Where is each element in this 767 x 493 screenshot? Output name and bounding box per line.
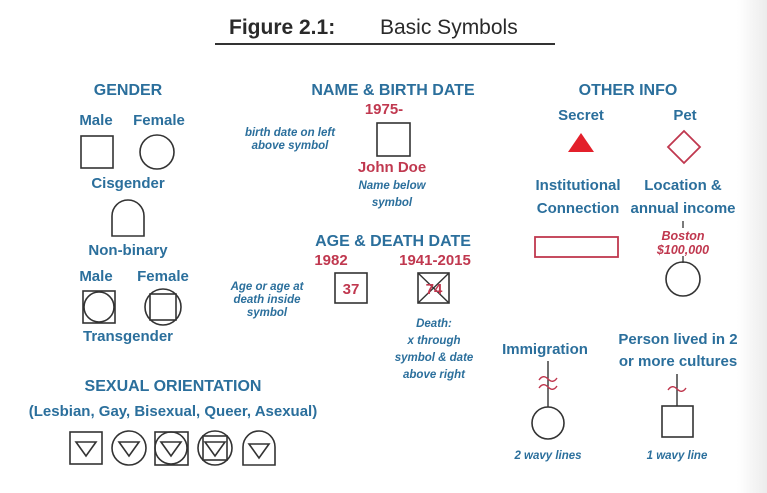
pet-label: Pet [673, 107, 696, 124]
secret-label: Secret [558, 107, 604, 124]
trans-male-icon [82, 290, 116, 324]
birth-year: 1975- [365, 101, 403, 118]
institutional-label-1: Institutional [536, 177, 621, 194]
age-square-icon [334, 272, 368, 304]
name-note-line2: symbol [372, 197, 413, 209]
death-age-value: 74 [426, 281, 443, 298]
other-info-section: OTHER INFO Secret Pet Institutional Conn… [502, 82, 738, 462]
institution-rectangle-icon [534, 236, 619, 258]
cultures-label-1: Person lived in 2 [618, 331, 737, 348]
gender-section: GENDER Male Female Cisgender Non-binary … [79, 82, 189, 345]
female-circle-icon [139, 134, 175, 170]
bisexual-icon [154, 431, 189, 466]
other-info-heading: OTHER INFO [579, 82, 678, 99]
lesbian-icon [69, 431, 103, 465]
death-note-line2: x through [406, 335, 460, 347]
institutional-label-2: Connection [537, 200, 620, 217]
birth-year-1982: 1982 [314, 252, 347, 269]
trans-male-label: Male [79, 268, 112, 285]
death-note-line4: above right [403, 369, 466, 381]
location-label-2: annual income [630, 200, 735, 217]
age-value: 37 [343, 281, 360, 298]
name-note-line1: Name below [358, 180, 426, 192]
person-name: John Doe [358, 159, 426, 176]
pet-diamond-icon [666, 129, 702, 165]
secret-triangle-icon [568, 133, 594, 152]
orientation-section: SEXUAL ORIENTATION (Lesbian, Gay, Bisexu… [29, 378, 317, 466]
life-span: 1941-2015 [399, 252, 471, 269]
birth-note-line2: above symbol [252, 140, 329, 152]
immigration-icon [531, 361, 565, 440]
male-square-icon [80, 135, 114, 169]
cisgender-label: Cisgender [91, 175, 165, 192]
multicultural-icon [661, 374, 694, 438]
age-note-line2: death inside [233, 294, 301, 306]
asexual-icon [242, 430, 276, 466]
birth-note-line1: birth date on left [245, 127, 336, 139]
male-label: Male [79, 112, 112, 129]
figure-title-text: Basic Symbols [380, 16, 518, 39]
cultures-note: 1 wavy line [647, 450, 708, 462]
trans-female-label: Female [137, 268, 189, 285]
figure-label: Figure 2.1: [229, 16, 335, 39]
deceased-square-icon [417, 272, 450, 304]
gender-heading: GENDER [94, 82, 163, 99]
name-birth-section: NAME & BIRTH DATE 1975- birth date on le… [245, 82, 475, 209]
queer-icon [197, 430, 233, 466]
age-death-heading: AGE & DEATH DATE [315, 233, 471, 250]
orientation-heading: SEXUAL ORIENTATION [85, 378, 262, 395]
immigration-label: Immigration [502, 341, 588, 358]
location-income: $100,000 [656, 243, 709, 257]
orientation-subheading: (Lesbian, Gay, Bisexual, Queer, Asexual) [29, 403, 317, 420]
page-edge-shadow [737, 0, 767, 493]
transgender-label: Transgender [83, 328, 173, 345]
location-label-1: Location & [644, 177, 722, 194]
nonbinary-icon [111, 199, 145, 237]
female-label: Female [133, 112, 185, 129]
person-square-icon [376, 122, 411, 157]
figure-title: Figure 2.1: Basic Symbols [215, 16, 555, 45]
age-note-line1: Age or age at [230, 281, 305, 293]
age-death-section: AGE & DEATH DATE 1982 1941-2015 Age or a… [230, 233, 474, 381]
location-city: Boston [661, 229, 704, 243]
death-note-line3: symbol & date [395, 352, 474, 364]
cultures-label-2: or more cultures [619, 353, 737, 370]
nonbinary-label: Non-binary [88, 242, 168, 259]
name-birth-heading: NAME & BIRTH DATE [311, 82, 475, 99]
death-note-line1: Death: [416, 318, 452, 330]
location-person-circle-icon [665, 261, 701, 297]
age-note-line3: symbol [247, 307, 288, 319]
immigration-note: 2 wavy lines [513, 450, 581, 462]
trans-female-icon [144, 288, 182, 326]
gay-icon [111, 430, 147, 466]
